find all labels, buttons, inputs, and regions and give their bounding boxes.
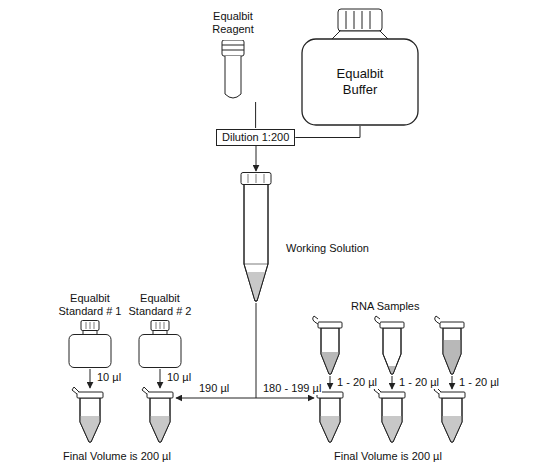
connector bbox=[255, 102, 256, 128]
dilution-box: Dilution 1:200 bbox=[216, 129, 295, 146]
node-label: Equalbit Reagent bbox=[208, 10, 258, 36]
node-label: Equalbit Buffer bbox=[330, 66, 390, 98]
connector bbox=[295, 126, 360, 138]
bottle-outline bbox=[67, 320, 113, 368]
conical-tube-outline bbox=[236, 172, 276, 303]
tube-outline bbox=[213, 40, 253, 102]
buffer-bottle: Equalbit Buffer bbox=[300, 8, 420, 126]
connector bbox=[256, 146, 257, 171]
volume-label: 10 µl bbox=[166, 371, 192, 384]
volume-label: 10 µl bbox=[96, 371, 122, 384]
volume-label: 180 - 199 µl bbox=[262, 382, 322, 395]
working-solution-tube: Working Solution bbox=[236, 172, 276, 303]
volume-label: 1 - 20 µl bbox=[458, 376, 500, 389]
node-label: Working Solution bbox=[286, 242, 369, 255]
bottle-outline bbox=[137, 320, 183, 368]
node-label: Equalbit Standard # 1 bbox=[56, 292, 124, 318]
volume-label: Final Volume is 200 µl bbox=[333, 450, 443, 463]
volume-label: 1 - 20 µl bbox=[398, 376, 440, 389]
volume-label: Final Volume is 200 µl bbox=[62, 450, 172, 463]
volume-label: 1 - 20 µl bbox=[336, 376, 378, 389]
node-label: Dilution 1:200 bbox=[222, 131, 289, 144]
standard-bottle: Equalbit Standard # 2 bbox=[126, 292, 194, 368]
volume-label: RNA Samples bbox=[350, 300, 420, 313]
reagent-tube: Equalbit Reagent bbox=[213, 10, 253, 102]
node-label: Equalbit Standard # 2 bbox=[126, 292, 194, 318]
volume-label: 190 µl bbox=[198, 382, 230, 395]
standard-bottle: Equalbit Standard # 1 bbox=[56, 292, 124, 368]
bottle-label-area: Equalbit Buffer bbox=[310, 42, 410, 122]
